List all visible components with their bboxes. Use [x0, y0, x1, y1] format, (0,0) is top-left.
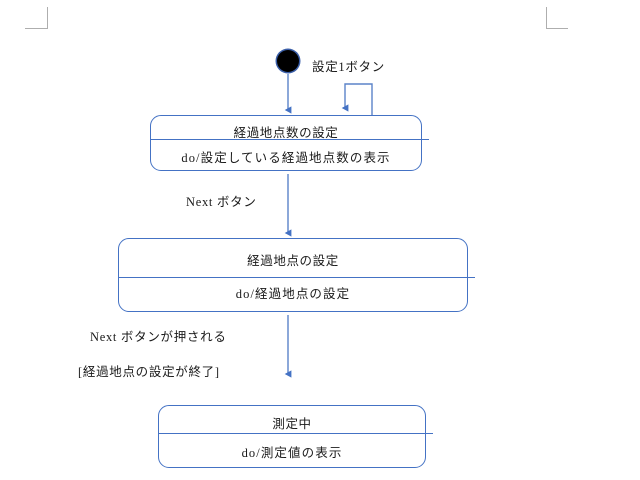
transition-label-next-button-pressed: Next ボタンが押される [90, 330, 227, 344]
state-name-label: 経過地点の設定 [247, 254, 339, 268]
crop-mark-vertical-line [47, 7, 48, 29]
transition-label-settei-1-button: 設定1ボタン [312, 60, 385, 74]
state-activity-label: do/経過地点の設定 [235, 287, 351, 301]
arrow-self-loop-state-1 [341, 83, 373, 115]
state-name-label: 経過地点数の設定 [233, 126, 339, 140]
state-node-sokuteichuu[interactable]: 測定中 do/測定値の表示 [158, 405, 426, 468]
state-node-keikachiten-no-settei[interactable]: 経過地点の設定 do/経過地点の設定 [118, 238, 468, 312]
state-activity-label: do/測定値の表示 [241, 446, 343, 460]
state-compartment-divider [118, 277, 475, 278]
crop-mark-horizontal-line [546, 28, 568, 29]
state-node-keikachitensu-no-settei[interactable]: 経過地点数の設定 do/設定している経過地点数の表示 [150, 115, 422, 171]
transition-guard-condition: [経過地点の設定が終了] [78, 365, 220, 379]
transition-label-next-button: Next ボタン [186, 195, 257, 209]
state-compartment-divider [158, 433, 433, 434]
state-activity-label: do/設定している経過地点数の表示 [181, 151, 391, 165]
crop-mark-horizontal-line [25, 28, 47, 29]
state-name-label: 測定中 [272, 417, 312, 431]
state-compartment-divider [150, 139, 429, 140]
initial-state-node [277, 50, 299, 72]
crop-mark-vertical-line [546, 7, 547, 29]
